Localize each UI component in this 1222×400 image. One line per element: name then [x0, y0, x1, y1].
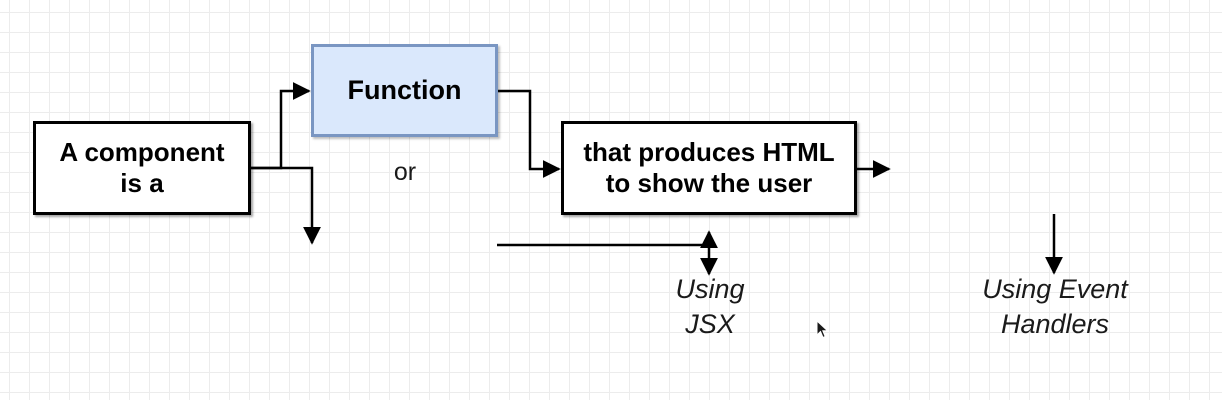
connector-function-to-html [498, 89, 561, 178]
using-event-handlers-label: Using Event Handlers [982, 274, 1128, 340]
html-output-box[interactable]: that produces HTML to show the user [561, 121, 857, 215]
or-label: or [393, 158, 417, 186]
component-box[interactable]: A component is a [33, 121, 251, 215]
using-jsx-label: Using JSX [675, 274, 745, 340]
mouse-cursor-icon [816, 320, 829, 339]
connector-component-to-function [251, 82, 311, 170]
connector-component-to-alternative [251, 166, 321, 245]
function-box[interactable]: Function [311, 44, 498, 137]
